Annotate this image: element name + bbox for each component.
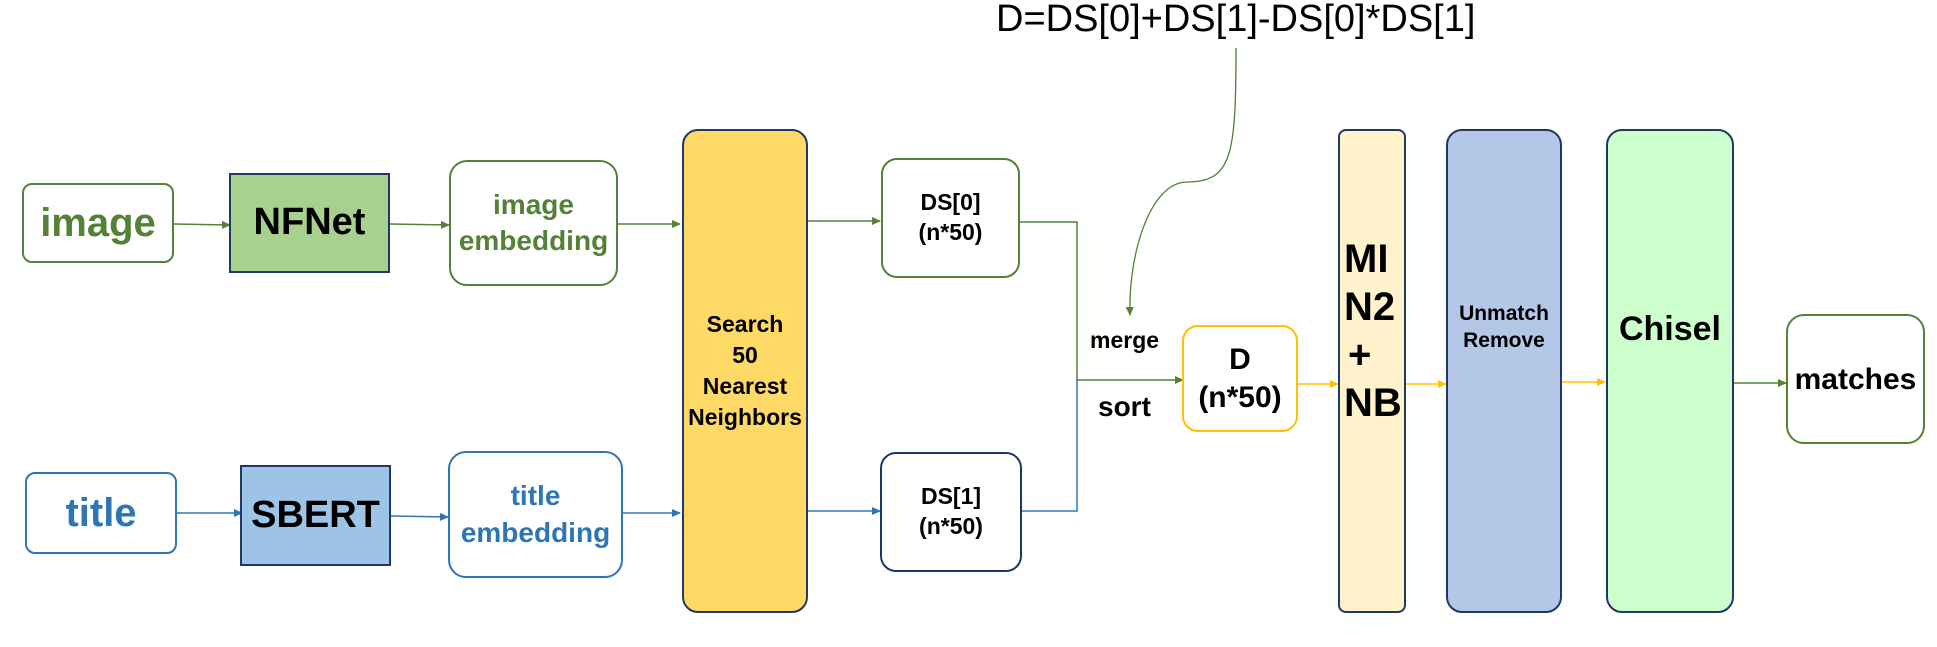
d-box: D (n*50) bbox=[1182, 325, 1298, 432]
arrow-nfnet-to-embedding bbox=[389, 220, 450, 229]
image-input-label: image bbox=[40, 201, 156, 245]
nfnet-label: NFNet bbox=[253, 201, 366, 244]
min2nb-line-3: + bbox=[1348, 333, 1372, 377]
arrow-sbert-to-embedding bbox=[390, 512, 449, 521]
arrow-image-to-nfnet bbox=[173, 220, 231, 229]
d-line-1: D bbox=[1229, 343, 1251, 376]
connector-ds1-to-merge bbox=[1022, 380, 1078, 512]
chisel-box: Chisel bbox=[1606, 129, 1734, 613]
ds0-line-1: DS[0] bbox=[920, 189, 981, 216]
min2nb-line-1: MI bbox=[1344, 237, 1389, 281]
matches-box: matches bbox=[1786, 314, 1925, 444]
ds0-line-2: (n*50) bbox=[918, 219, 983, 245]
search-line-1: Search bbox=[706, 310, 784, 337]
formula-label: D=DS[0]+DS[1]-DS[0]*DS[1] bbox=[996, 0, 1476, 40]
title-embedding-line-1: title bbox=[510, 480, 561, 512]
chisel-label: Chisel bbox=[1618, 309, 1722, 348]
ds1-box: DS[1] (n*50) bbox=[880, 452, 1022, 572]
sbert-label: SBERT bbox=[251, 493, 380, 536]
min2nb-line-4: NB bbox=[1344, 381, 1402, 425]
arrow-ds0-to-d bbox=[1020, 221, 1184, 384]
min2nb-line-2: N2 bbox=[1344, 285, 1396, 329]
image-embedding-line-1: image bbox=[493, 188, 574, 220]
ds0-box: DS[0] (n*50) bbox=[881, 158, 1020, 278]
title-embedding-line-2: embedding bbox=[460, 516, 611, 548]
search-nearest-neighbors-box: Search 50 Nearest Neighbors bbox=[682, 129, 808, 613]
search-line-4: Neighbors bbox=[688, 404, 802, 431]
sort-label: sort bbox=[1098, 391, 1151, 422]
ds1-line-2: (n*50) bbox=[919, 513, 983, 539]
image-input-box: image bbox=[22, 183, 174, 263]
title-input-box: title bbox=[25, 472, 177, 554]
unmatch-remove-box: Unmatch Remove bbox=[1446, 129, 1562, 613]
title-input-label: title bbox=[65, 491, 137, 535]
arrow-formula-to-merge bbox=[1125, 47, 1237, 316]
image-embedding-box: image embedding bbox=[449, 160, 618, 286]
d-line-2: (n*50) bbox=[1198, 380, 1282, 414]
min2nb-box: MI N2 + NB bbox=[1338, 129, 1406, 613]
merge-label: merge bbox=[1090, 327, 1160, 353]
nfnet-box: NFNet bbox=[229, 173, 390, 273]
search-line-3: Nearest bbox=[702, 373, 788, 399]
search-line-2: 50 bbox=[732, 341, 758, 368]
title-embedding-box: title embedding bbox=[448, 451, 623, 578]
image-embedding-line-2: embedding bbox=[458, 225, 609, 256]
unmatch-line-2: Remove bbox=[1463, 329, 1545, 352]
unmatch-line-1: Unmatch bbox=[1459, 301, 1549, 325]
ds1-line-1: DS[1] bbox=[920, 483, 982, 510]
matches-label: matches bbox=[1794, 362, 1917, 396]
sbert-box: SBERT bbox=[240, 465, 391, 566]
